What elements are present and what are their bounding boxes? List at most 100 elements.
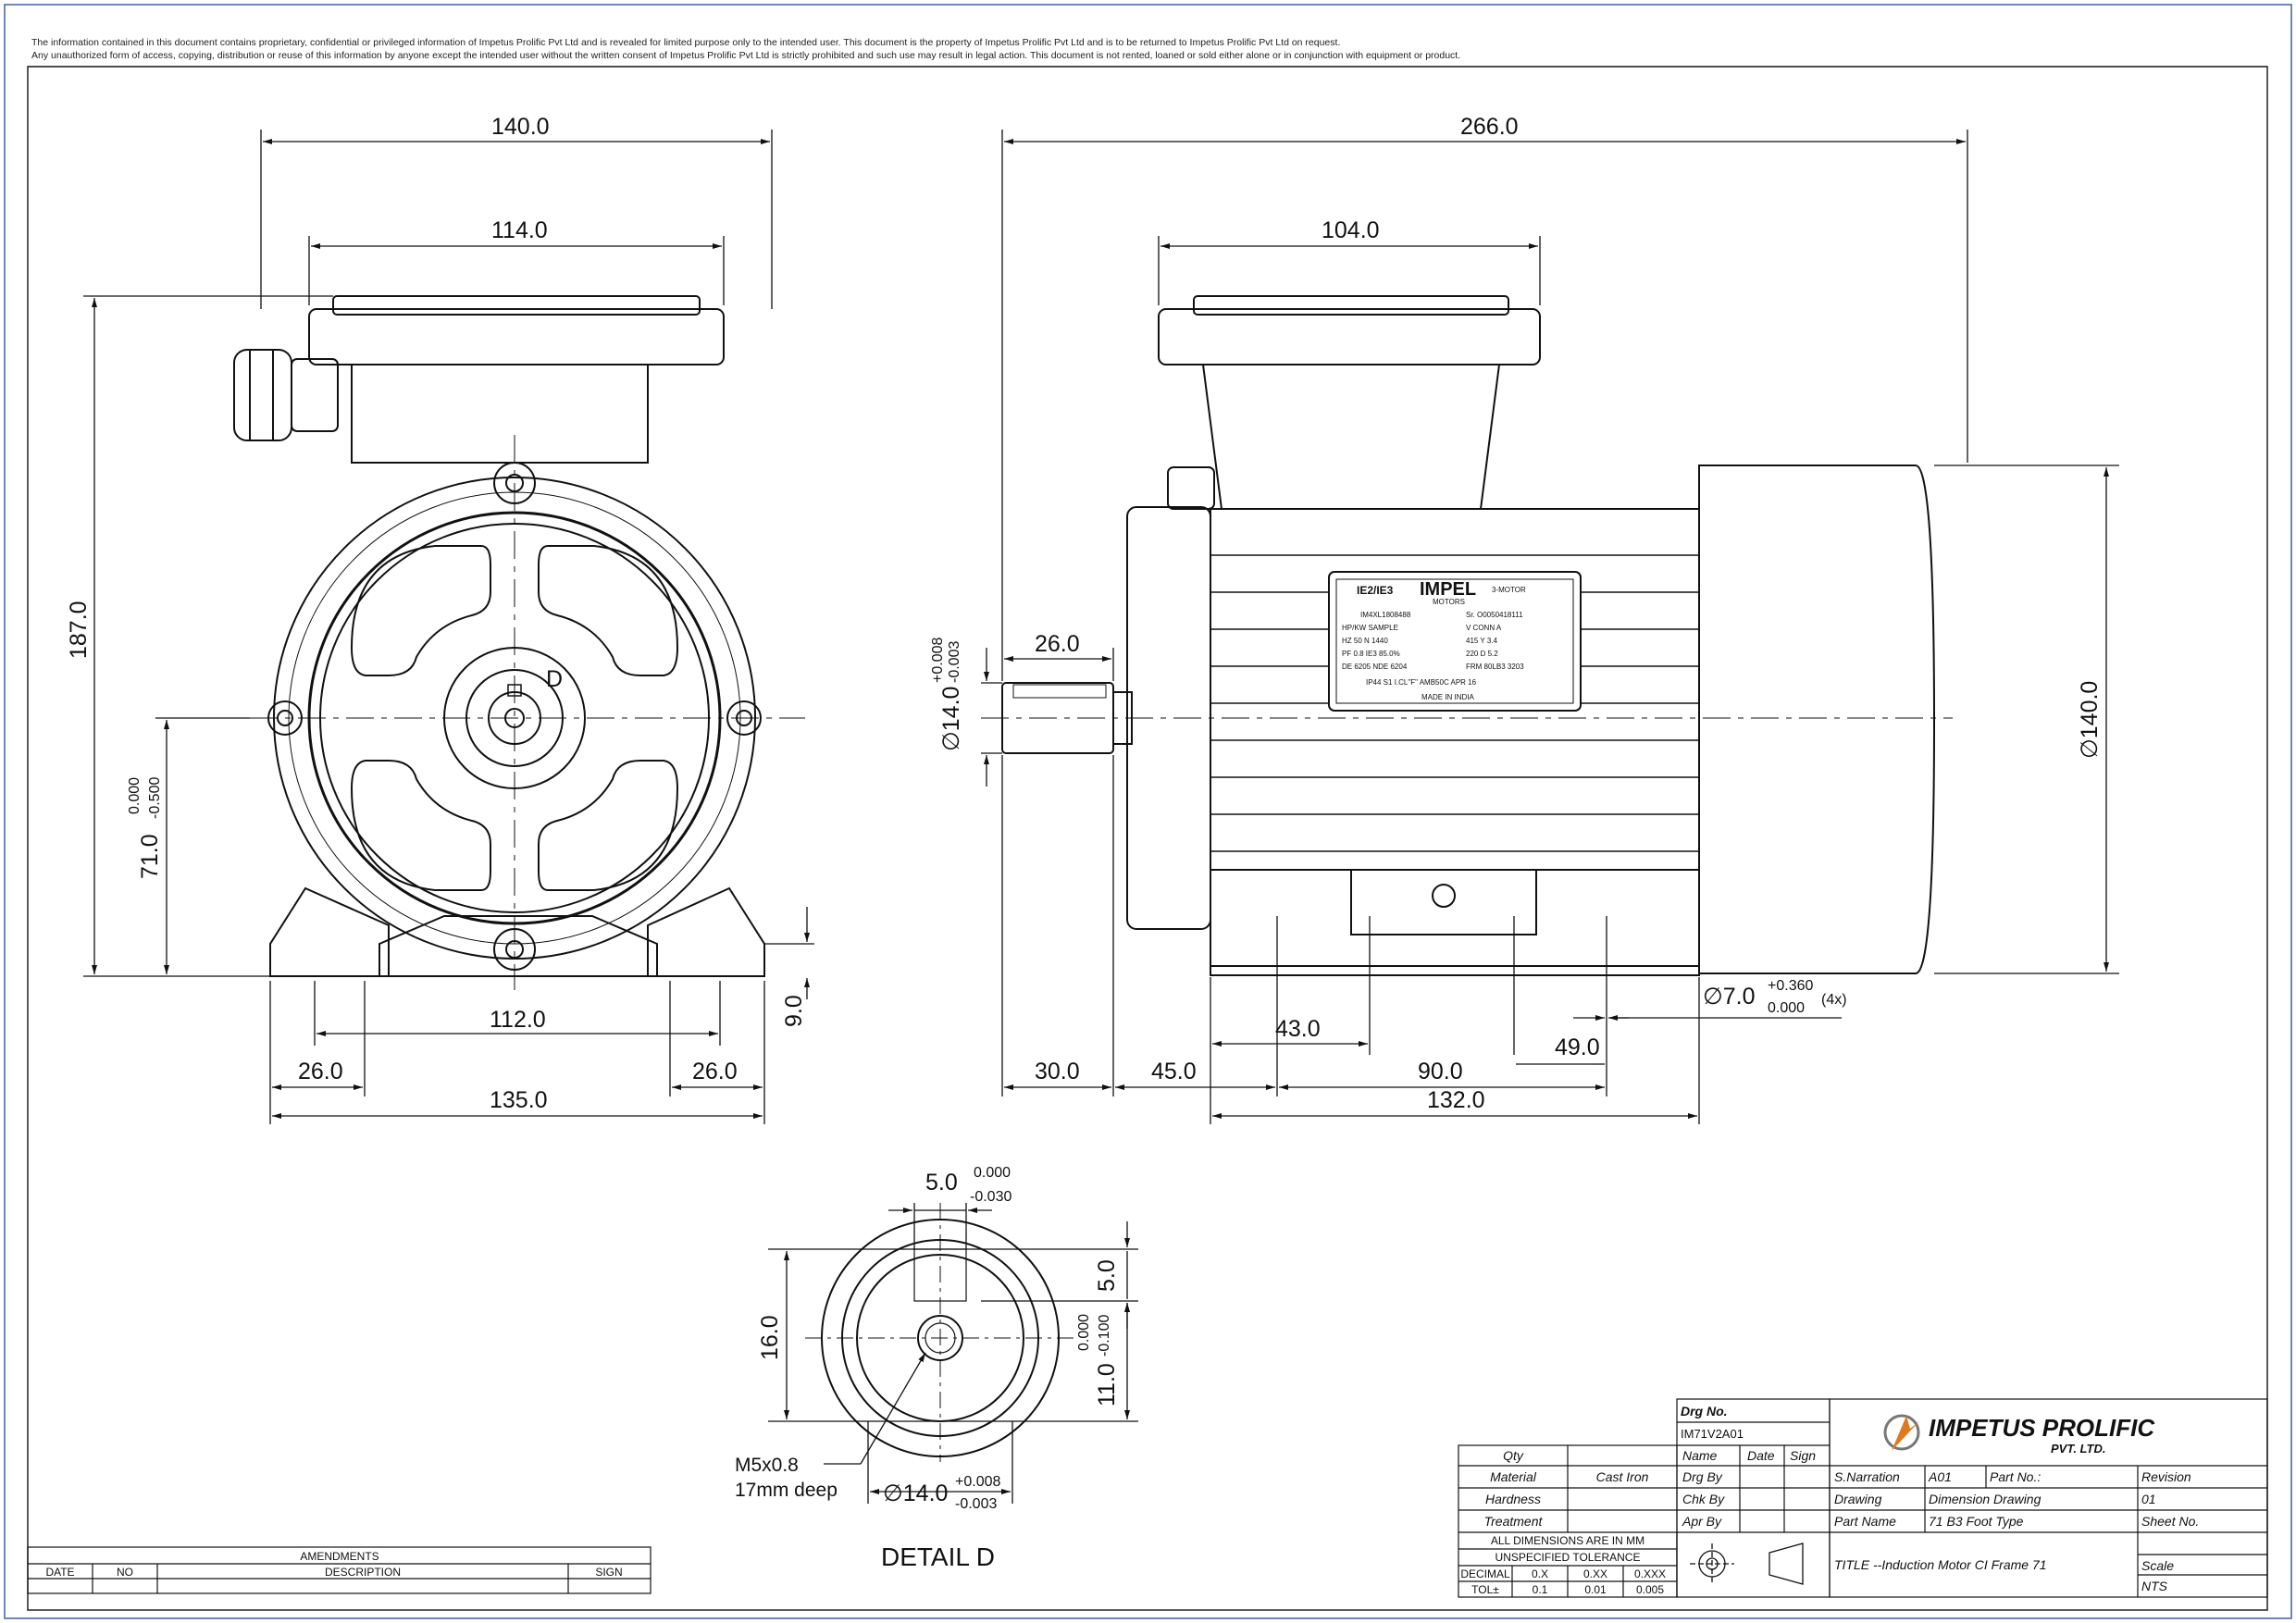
amendments-title: AMENDMENTS — [300, 1550, 379, 1563]
right-foot — [647, 886, 765, 977]
revision-value: 01 — [2141, 1492, 2156, 1506]
drg-no: IM71V2A01 — [1681, 1427, 1744, 1441]
nameplate-row4b: FRM 80LB3 3203 — [1466, 663, 1524, 671]
title-block: IMPETUS PROLIFIC PVT. LTD. Drg No. IM71V… — [1458, 1398, 2268, 1598]
part-name-value: 71 B3 Foot Type — [1929, 1514, 2024, 1529]
chk-by-label: Chk By — [1682, 1492, 1725, 1506]
nameplate-row3: PF 0.8 IE3 85.0% — [1342, 650, 1400, 658]
dim-body-dia: ∅140.0 — [2077, 681, 2103, 759]
name-label: Name — [1682, 1448, 1718, 1463]
spoke-window-tr — [538, 545, 679, 676]
dim-shaft-dia: ∅14.0 — [938, 687, 964, 751]
decimal-label: DECIMAL — [1460, 1567, 1510, 1580]
scale-value: NTS — [2141, 1579, 2168, 1593]
front-dimension-lines — [83, 130, 814, 1124]
drawing-label: Drawing — [1834, 1492, 1882, 1506]
tol-0xxx: 0.005 — [1636, 1583, 1664, 1596]
detail-height-11-tol-lower: -0.100 — [1097, 1315, 1112, 1357]
dim-shaft-tol-lower: -0.003 — [947, 641, 962, 683]
confidentiality-notice: The information contained in this docume… — [31, 36, 2253, 62]
nameplate-row1: HP/KW SAMPLE — [1342, 624, 1398, 632]
treatment-label: Treatment — [1484, 1514, 1544, 1529]
hardness-label: Hardness — [1485, 1492, 1541, 1506]
dim-hole-tol-lower: 0.000 — [1768, 1000, 1805, 1016]
side-foot-base — [1210, 869, 1700, 976]
dim-shaft-height: 71.0 — [137, 834, 163, 879]
decimal-0xx: 0.XX — [1583, 1567, 1607, 1580]
side-terminal-lid — [1158, 308, 1541, 365]
amendments-header-description: DESCRIPTION — [325, 1566, 401, 1579]
material-value: Cast Iron — [1596, 1469, 1649, 1484]
qty-label: Qty — [1503, 1448, 1524, 1463]
amendments-table: AMENDMENTS DATE NO DESCRIPTION SIGN — [27, 1546, 652, 1594]
detail-height-16: 16.0 — [757, 1315, 783, 1360]
terminal-box-body — [351, 365, 649, 464]
dim-height: 187.0 — [66, 601, 92, 659]
scale-label: Scale — [2141, 1558, 2174, 1573]
nameplate-row4: DE 6205 NDE 6204 — [1342, 663, 1408, 671]
dim-overall-width: 140.0 — [491, 114, 550, 140]
s-narration-value: A01 — [1928, 1469, 1952, 1484]
dim-foot-43: 43.0 — [1275, 1016, 1321, 1042]
nameplate — [1328, 571, 1582, 712]
nameplate-row2: HZ 50 N 1440 — [1342, 637, 1388, 645]
terminal-box-lid-top — [332, 295, 701, 316]
tol-0x: 0.1 — [1533, 1583, 1548, 1596]
dim-hole-tol-upper: +0.360 — [1768, 978, 1813, 994]
dim-shaft-height-tol-lower: -0.500 — [147, 777, 163, 819]
detail-text: 5.0 0.000 -0.030 5.0 16.0 11.0 0.000 -0.… — [735, 1165, 1120, 1571]
dim-shaft-45: 45.0 — [1151, 1059, 1197, 1084]
detail-key-depth: 5.0 — [1094, 1259, 1120, 1292]
side-dimension-text: 266.0 104.0 26.0 ∅14.0 +0.008 -0.003 ∅14… — [930, 114, 2103, 1113]
decimal-0xxx: 0.XXX — [1634, 1567, 1666, 1580]
nameplate-row3b: 220 D 5.2 — [1466, 650, 1498, 658]
dim-shaft-30: 30.0 — [1035, 1059, 1080, 1084]
front-dimension-text: 140.0 114.0 187.0 71.0 0.000 -0.500 112.… — [66, 114, 807, 1113]
apr-by-label: Apr By — [1682, 1514, 1722, 1529]
date-label: Date — [1747, 1448, 1775, 1463]
company-sub: PVT. LTD. — [2051, 1442, 2105, 1456]
nameplate-sr: Sr. O0050418111 — [1466, 611, 1523, 619]
dim-foot-right: 26.0 — [692, 1059, 738, 1084]
front-centerlines — [250, 435, 805, 990]
dim-foot-thickness: 9.0 — [781, 995, 807, 1027]
nameplate-brand-sub: MOTORS — [1433, 598, 1465, 606]
amendments-header-no: NO — [117, 1566, 133, 1579]
left-foot — [269, 886, 390, 977]
spoke-window-br — [538, 760, 679, 891]
dim-hole-count: (4x) — [1821, 992, 1847, 1008]
detail-shaft-tol-lower: -0.003 — [955, 1496, 997, 1512]
dim-foot-overall: 135.0 — [490, 1087, 548, 1113]
fan-cover — [1698, 465, 1936, 974]
dim-foot-left: 26.0 — [298, 1059, 343, 1084]
decimal-0x: 0.X — [1532, 1567, 1548, 1580]
dim-foot-49: 49.0 — [1555, 1035, 1600, 1060]
nameplate-type: 3-MOTOR — [1492, 586, 1526, 594]
company-logo — [1883, 1414, 1920, 1451]
amendments-header-date: DATE — [45, 1566, 74, 1579]
part-name-label: Part Name — [1834, 1514, 1896, 1529]
nameplate-row2b: 415 Y 3.4 — [1466, 637, 1498, 645]
dim-box-length: 104.0 — [1322, 217, 1380, 243]
sign-label: Sign — [1790, 1448, 1816, 1463]
detail-height-11-tol-upper: 0.000 — [1076, 1314, 1092, 1351]
part-no-label: Part No.: — [1990, 1469, 2041, 1484]
right-lug — [726, 700, 762, 736]
terminal-box-lid — [308, 308, 725, 365]
detail-d-marker: D — [546, 666, 563, 692]
detail-shaft-tol-upper: +0.008 — [955, 1474, 1000, 1490]
side-view — [1001, 295, 1936, 976]
detail-shaft-dia: ∅14.0 — [883, 1481, 948, 1506]
nameplate-row5: IP44 S1 I.CL"F" AMB50C APR 16 — [1366, 678, 1477, 687]
detail-thread: M5x0.8 — [735, 1455, 799, 1476]
disclaimer-line-1: The information contained in this docume… — [31, 37, 1341, 48]
material-label: Material — [1490, 1469, 1537, 1484]
tol-0xx: 0.01 — [1584, 1583, 1607, 1596]
nameplate-brand: IMPEL — [1420, 579, 1476, 600]
drawing-value: Dimension Drawing — [1929, 1492, 2042, 1506]
detail-thread-depth: 17mm deep — [735, 1480, 838, 1501]
detail-height-11: 11.0 — [1094, 1363, 1120, 1406]
dim-box-width: 114.0 — [491, 217, 548, 243]
nameplate-series: IE2/IE3 — [1357, 584, 1394, 597]
